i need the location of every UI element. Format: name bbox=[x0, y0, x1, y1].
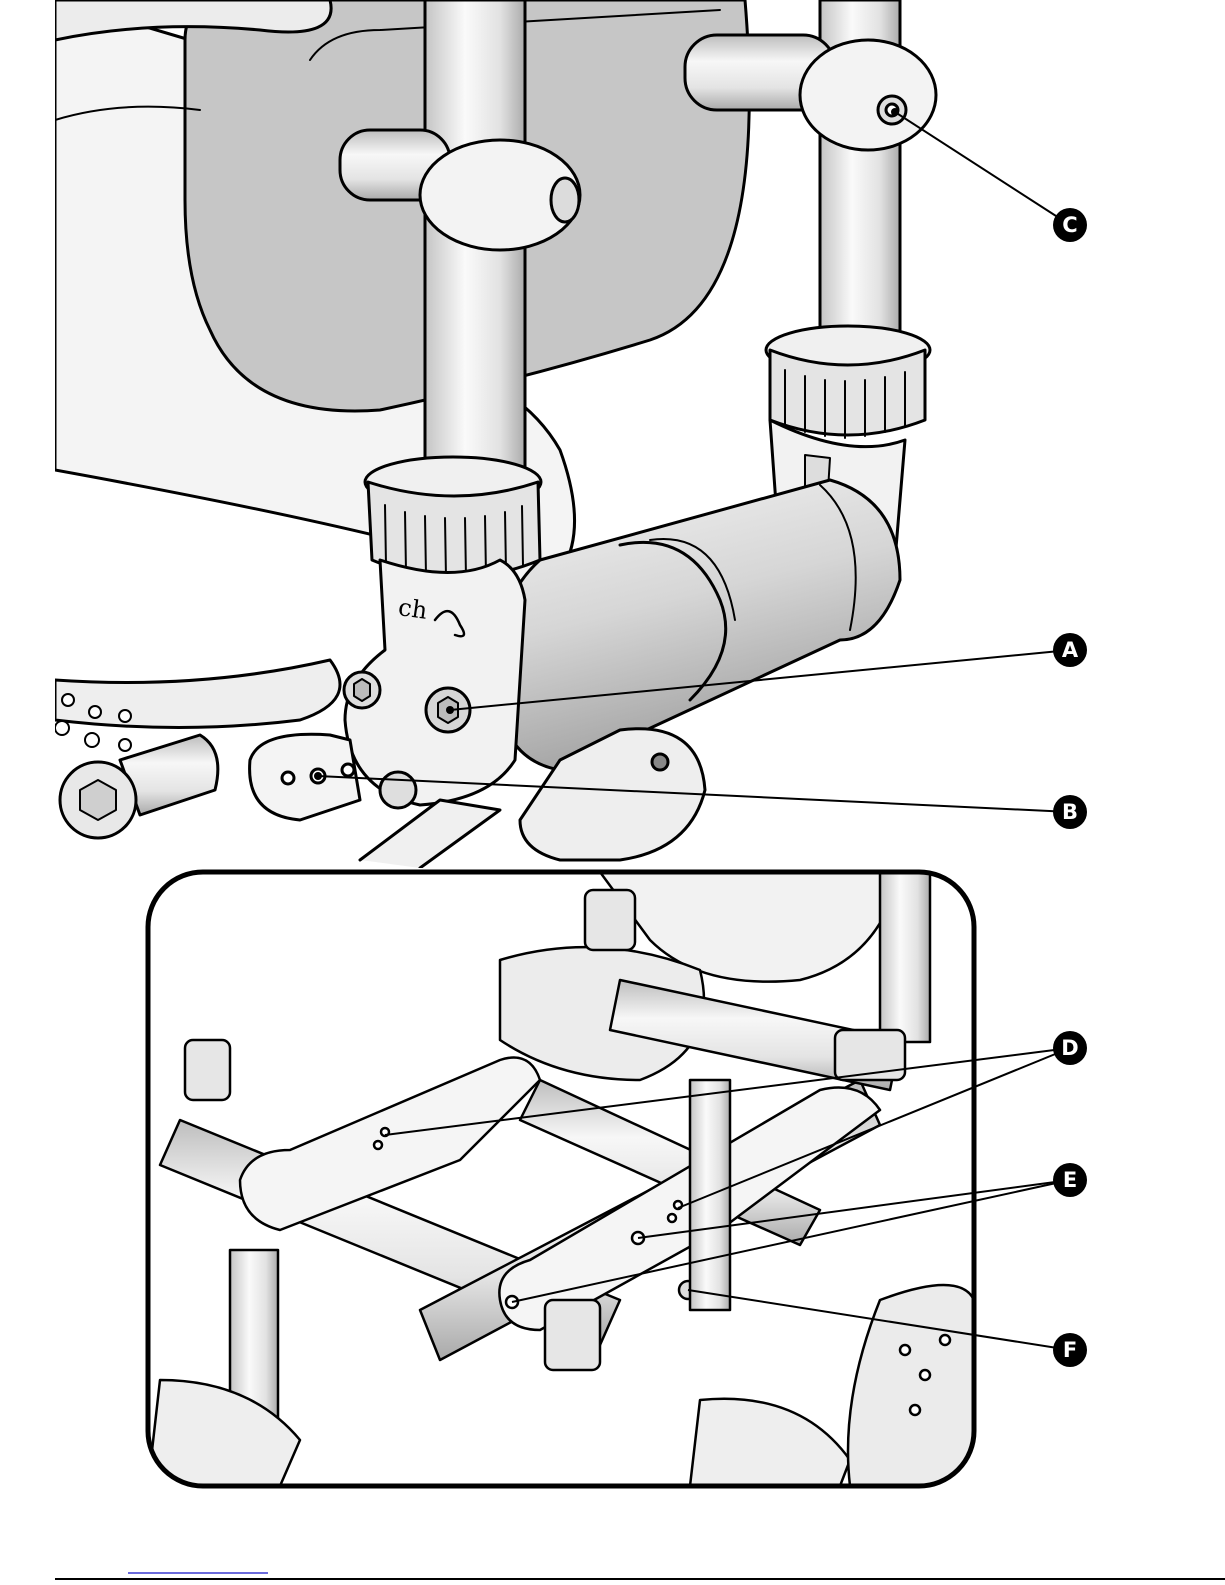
svg-text:E: E bbox=[1063, 1168, 1077, 1192]
right-clamp bbox=[800, 40, 936, 150]
bolt-b bbox=[380, 772, 416, 808]
svg-text:F: F bbox=[1063, 1338, 1077, 1362]
callout-e: E bbox=[1053, 1163, 1087, 1197]
callout-c: C bbox=[1053, 208, 1087, 242]
svg-text:A: A bbox=[1062, 638, 1079, 662]
main-view: ch bbox=[55, 0, 936, 868]
callout-f: F bbox=[1053, 1333, 1087, 1367]
inset-view bbox=[148, 872, 974, 1490]
brand-mark: ch bbox=[397, 593, 430, 625]
left-clamp-bolt bbox=[551, 178, 579, 222]
callout-a: A bbox=[1053, 633, 1087, 667]
svg-text:B: B bbox=[1062, 800, 1078, 824]
svg-text:C: C bbox=[1062, 213, 1077, 237]
callout-d: D bbox=[1053, 1031, 1087, 1065]
svg-text:D: D bbox=[1061, 1036, 1078, 1060]
callout-b: B bbox=[1053, 795, 1087, 829]
